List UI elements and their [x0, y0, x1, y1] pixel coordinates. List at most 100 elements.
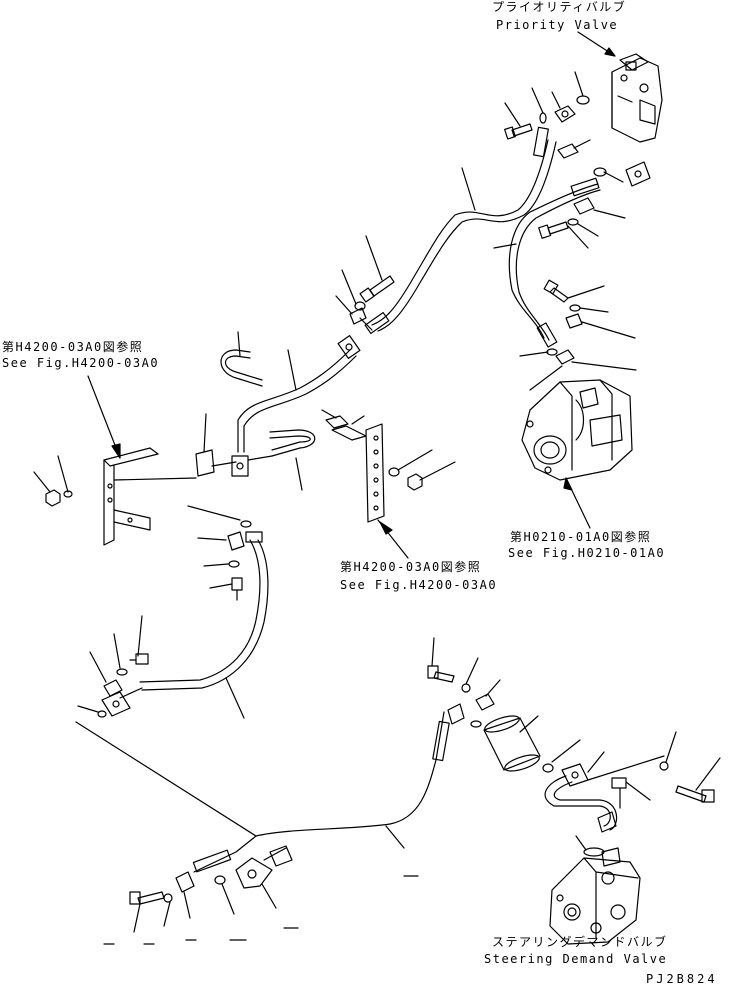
washer: [539, 112, 547, 124]
split-flange: [103, 679, 123, 697]
center-ref-leader-arrow: [379, 521, 393, 535]
hose-fitting: [536, 322, 558, 348]
tube: [263, 847, 287, 861]
leader-line: [493, 243, 517, 249]
leader-line: [603, 171, 624, 183]
priority-valve-jp-label: プライオリティバルブ: [492, 0, 627, 14]
u-tube: [269, 429, 316, 457]
o-ring: [569, 304, 581, 312]
steering-valve-jp-label: ステアリングデマンドバルブ: [492, 935, 668, 949]
left-bracket: [103, 447, 159, 546]
leader-line: [519, 715, 539, 733]
tube: [243, 355, 357, 453]
leader-line: [137, 615, 143, 657]
hose: [435, 711, 445, 761]
leader-line: [577, 223, 599, 237]
leader-line: [567, 225, 589, 249]
leader-line: [197, 537, 227, 541]
bolt: [504, 123, 533, 140]
leader-line: [571, 361, 637, 371]
leader-line: [573, 139, 591, 149]
washer: [567, 218, 579, 226]
leader-line: [625, 781, 651, 801]
left-ref-leader-arrow: [111, 443, 121, 459]
washer: [163, 893, 173, 903]
leader-line: [431, 637, 435, 667]
leader-line: [385, 825, 405, 849]
clamp: [345, 343, 353, 351]
split-flange: [597, 811, 617, 833]
leader-line: [163, 901, 171, 927]
bolt: [611, 777, 627, 809]
leader-line: [89, 651, 107, 683]
leader-line: [574, 71, 584, 97]
hose-fitting: [432, 720, 450, 762]
leader-line: [295, 457, 303, 491]
o-ring: [470, 720, 482, 728]
bolt: [538, 221, 569, 239]
center-ref-en-label: See Fig.H4200-03A0: [340, 578, 498, 592]
leader-line: [33, 471, 51, 493]
drawing-code: PJ2B824: [646, 972, 718, 986]
center-ref-jp-label: 第H4200-03A0図参照: [340, 560, 482, 574]
line-filter: [483, 715, 541, 772]
leader-line: [551, 739, 581, 763]
pump-ref-leader-arrow: [563, 477, 573, 491]
mounting-bracket: [325, 415, 385, 523]
u-tube: [269, 435, 311, 451]
hose-fitting: [245, 531, 263, 543]
o-ring: [593, 167, 607, 177]
leader-line: [221, 883, 235, 915]
leader-line: [575, 835, 587, 851]
leader-line: [504, 102, 521, 127]
tube-clamp: [195, 449, 215, 477]
bolt: [675, 785, 715, 803]
leader-line: [485, 679, 501, 697]
leader-line: [133, 903, 141, 933]
leader-line: [551, 91, 561, 109]
leader-line: [593, 209, 626, 219]
flange-fitting: [235, 857, 273, 889]
hose: [141, 539, 269, 691]
hose: [371, 139, 549, 326]
washer: [461, 683, 471, 693]
leader-line: [203, 413, 207, 453]
o-ring: [542, 763, 554, 773]
leader-line: [665, 731, 677, 763]
leader-line: [465, 657, 479, 685]
steering-demand-valve: [549, 847, 641, 945]
washer: [388, 467, 400, 477]
left-ref-leader: [87, 375, 121, 459]
leader-line: [351, 415, 365, 425]
split-flange: [555, 349, 575, 365]
hose-fitting: [570, 177, 600, 197]
leader-line: [365, 235, 383, 281]
leader-line: [113, 633, 121, 669]
pump-ref-jp-label: 第H0210-01A0図参照: [510, 530, 652, 544]
split-flange: [269, 845, 293, 867]
bolt: [129, 653, 149, 665]
split-flange: [573, 197, 595, 215]
split-flange: [475, 693, 495, 711]
bolt: [129, 891, 165, 905]
leader-line: [237, 331, 241, 357]
hose-fitting: [533, 126, 549, 158]
priority-valve-en-label: Priority Valve: [496, 18, 619, 32]
hose: [377, 141, 557, 332]
nut: [45, 489, 61, 507]
leader-line: [183, 891, 191, 919]
hydraulic-pump: [521, 379, 633, 481]
washer: [116, 668, 128, 676]
left-ref-en-label: See Fig.H4200-03A0: [2, 356, 160, 370]
split-flange: [565, 313, 583, 329]
tube: [113, 477, 197, 481]
o-ring: [240, 520, 252, 528]
leader-line: [567, 285, 605, 299]
hose-fitting: [337, 335, 361, 359]
split-flange: [227, 531, 245, 551]
o-ring: [576, 95, 590, 105]
split-flange: [447, 703, 465, 725]
leader-line: [203, 563, 229, 567]
elbow-tube: [544, 775, 611, 827]
